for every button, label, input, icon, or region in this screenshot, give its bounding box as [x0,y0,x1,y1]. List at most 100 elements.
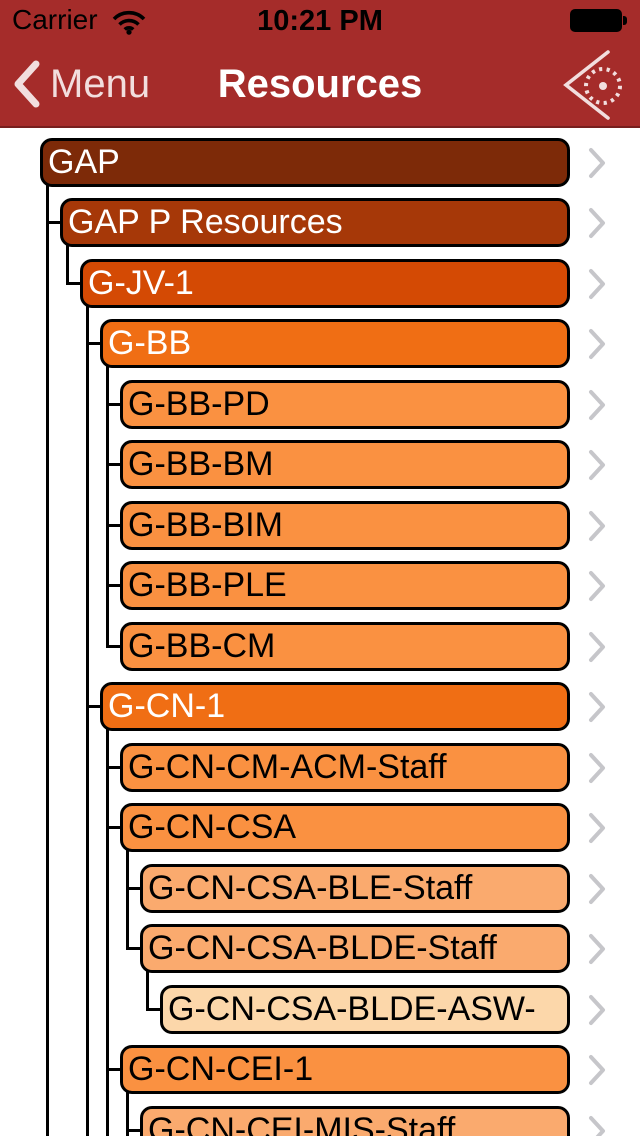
tree-connector-stub [106,402,120,406]
tree-node-label: G-BB-BIM [128,505,283,544]
tree-row[interactable]: G-CN-CSA-BLDE-Staff [0,924,640,973]
tree-connector-stub [106,826,120,829]
chevron-right-icon[interactable] [584,806,610,850]
tree-node-box[interactable]: G-BB-PLE [120,561,570,610]
tree-node-label: G-BB-PD [128,384,270,423]
chevron-left-icon [14,60,40,108]
tree-connector-line [86,305,89,1136]
tree-row[interactable]: G-BB-PD [0,379,640,429]
tree-node-label: GAP [48,142,120,181]
tree-connector-stub [106,765,120,769]
tree-node-box[interactable]: G-JV-1 [80,258,570,308]
tree-row[interactable]: G-CN-CEI-1 [0,1045,640,1094]
chevron-right-icon[interactable] [584,746,610,790]
tree-connector-line [106,366,109,648]
chevron-right-icon[interactable] [584,927,610,971]
tree-node-label: G-CN-CEI-1 [128,1050,314,1088]
wifi-icon [112,10,146,35]
tree-node-label: G-BB-BM [128,445,274,483]
tree-row[interactable]: G-CN-CSA-BLE-Staff [0,863,640,913]
chevron-right-icon[interactable] [584,685,610,729]
tree-connector-line [126,1092,129,1136]
tree-connector-stub [146,1007,160,1011]
tree-connector-stub [106,523,120,527]
tree-node-label: G-BB-CM [128,626,276,665]
tree-node-box[interactable]: G-BB [100,319,570,368]
tree-row[interactable]: G-BB-BIM [0,500,640,550]
tree-row[interactable]: G-CN-CSA-BLDE-ASW- [0,984,640,1034]
status-bar: Carrier 10:21 PM [0,0,640,40]
tree-node-box[interactable]: G-CN-CEI-1 [120,1045,570,1094]
tree-node-label: G-BB [108,324,192,362]
tree-connector-stub [66,281,80,285]
tree-node-label: G-CN-CSA [128,808,297,846]
tree-node-box[interactable]: G-CN-CSA [120,803,570,852]
tree-connector-line [106,729,109,1136]
chevron-right-icon[interactable] [584,443,610,487]
tree-connector-stub [106,1068,120,1071]
tree-row[interactable]: G-BB [0,319,640,368]
tree-row[interactable]: GAP [0,137,640,187]
chevron-right-icon[interactable] [584,1109,610,1136]
navigation-bar: Menu Resources [0,40,640,128]
back-button[interactable]: Menu [12,40,150,128]
chevron-right-icon[interactable] [584,988,610,1032]
chevron-right-icon[interactable] [584,625,610,669]
tree-node-box[interactable]: G-BB-BIM [120,500,570,550]
tree-row[interactable]: G-BB-PLE [0,561,640,610]
tree-connector-stub [126,886,140,890]
chevron-dotted-gear-icon[interactable] [556,46,626,124]
tree-row[interactable]: GAP P Resources [0,198,640,247]
chevron-right-icon[interactable] [584,867,610,911]
tree-node-box[interactable]: G-BB-CM [120,621,570,671]
tree-row[interactable]: G-JV-1 [0,258,640,308]
chevron-right-icon[interactable] [584,262,610,306]
tree-node-box[interactable]: GAP P Resources [60,198,570,247]
tree-node-box[interactable]: G-CN-1 [100,682,570,731]
tree-node-label: G-CN-CSA-BLE-Staff [148,868,473,907]
tree-node-label: G-BB-PLE [128,566,287,604]
chevron-right-icon[interactable] [584,383,610,427]
chevron-right-icon[interactable] [584,141,610,185]
tree-connector-line [46,184,49,1136]
tree-node-box[interactable]: GAP [40,137,570,187]
tree-node-box[interactable]: G-CN-CEI-MIS-Staff [140,1105,570,1136]
chevron-right-icon[interactable] [584,322,610,366]
tree-connector-line [126,850,129,950]
tree-connector-stub [46,221,60,224]
back-button-label: Menu [50,61,151,106]
tree-connector-stub [106,463,120,466]
tree-node-label: G-JV-1 [88,263,194,302]
tree-node-box[interactable]: G-CN-CM-ACM-Staff [120,742,570,792]
tree-node-box[interactable]: G-BB-PD [120,379,570,429]
tree-row[interactable]: G-CN-CSA [0,803,640,852]
page-title: Resources [217,62,423,106]
tree-node-label: G-CN-CM-ACM-Staff [128,747,447,786]
tree-node-box[interactable]: G-CN-CSA-BLDE-Staff [140,924,570,973]
tree-node-box[interactable]: G-BB-BM [120,440,570,489]
tree-connector-line [66,245,69,285]
tree-connector-stub [86,705,100,708]
tree-row[interactable]: G-BB-CM [0,621,640,671]
tree-node-box[interactable]: G-CN-CSA-BLDE-ASW- [160,984,570,1034]
chevron-right-icon[interactable] [584,201,610,245]
chevron-right-icon[interactable] [584,1048,610,1092]
chevron-right-icon[interactable] [584,564,610,608]
tree-connector-stub [106,644,120,648]
carrier-label: Carrier [12,4,98,35]
tree-row[interactable]: G-CN-1 [0,682,640,731]
tree-node-label: GAP P Resources [68,203,343,241]
tree-connector-line [146,971,149,1011]
battery-icon [570,9,628,32]
tree-connector-stub [86,342,100,345]
tree-node-label: G-CN-CSA-BLDE-Staff [148,929,497,967]
resource-tree: GAP GAP P Resources G-JV-1 G-BB G-BB-PD [0,128,640,1136]
tree-node-box[interactable]: G-CN-CSA-BLE-Staff [140,863,570,913]
tree-node-label: G-CN-CEI-MIS-Staff [148,1110,456,1136]
tree-row[interactable]: G-BB-BM [0,440,640,489]
tree-row[interactable]: G-CN-CM-ACM-Staff [0,742,640,792]
tree-node-label: G-CN-1 [108,687,226,725]
tree-row[interactable]: G-CN-CEI-MIS-Staff [0,1105,640,1136]
chevron-right-icon[interactable] [584,504,610,548]
